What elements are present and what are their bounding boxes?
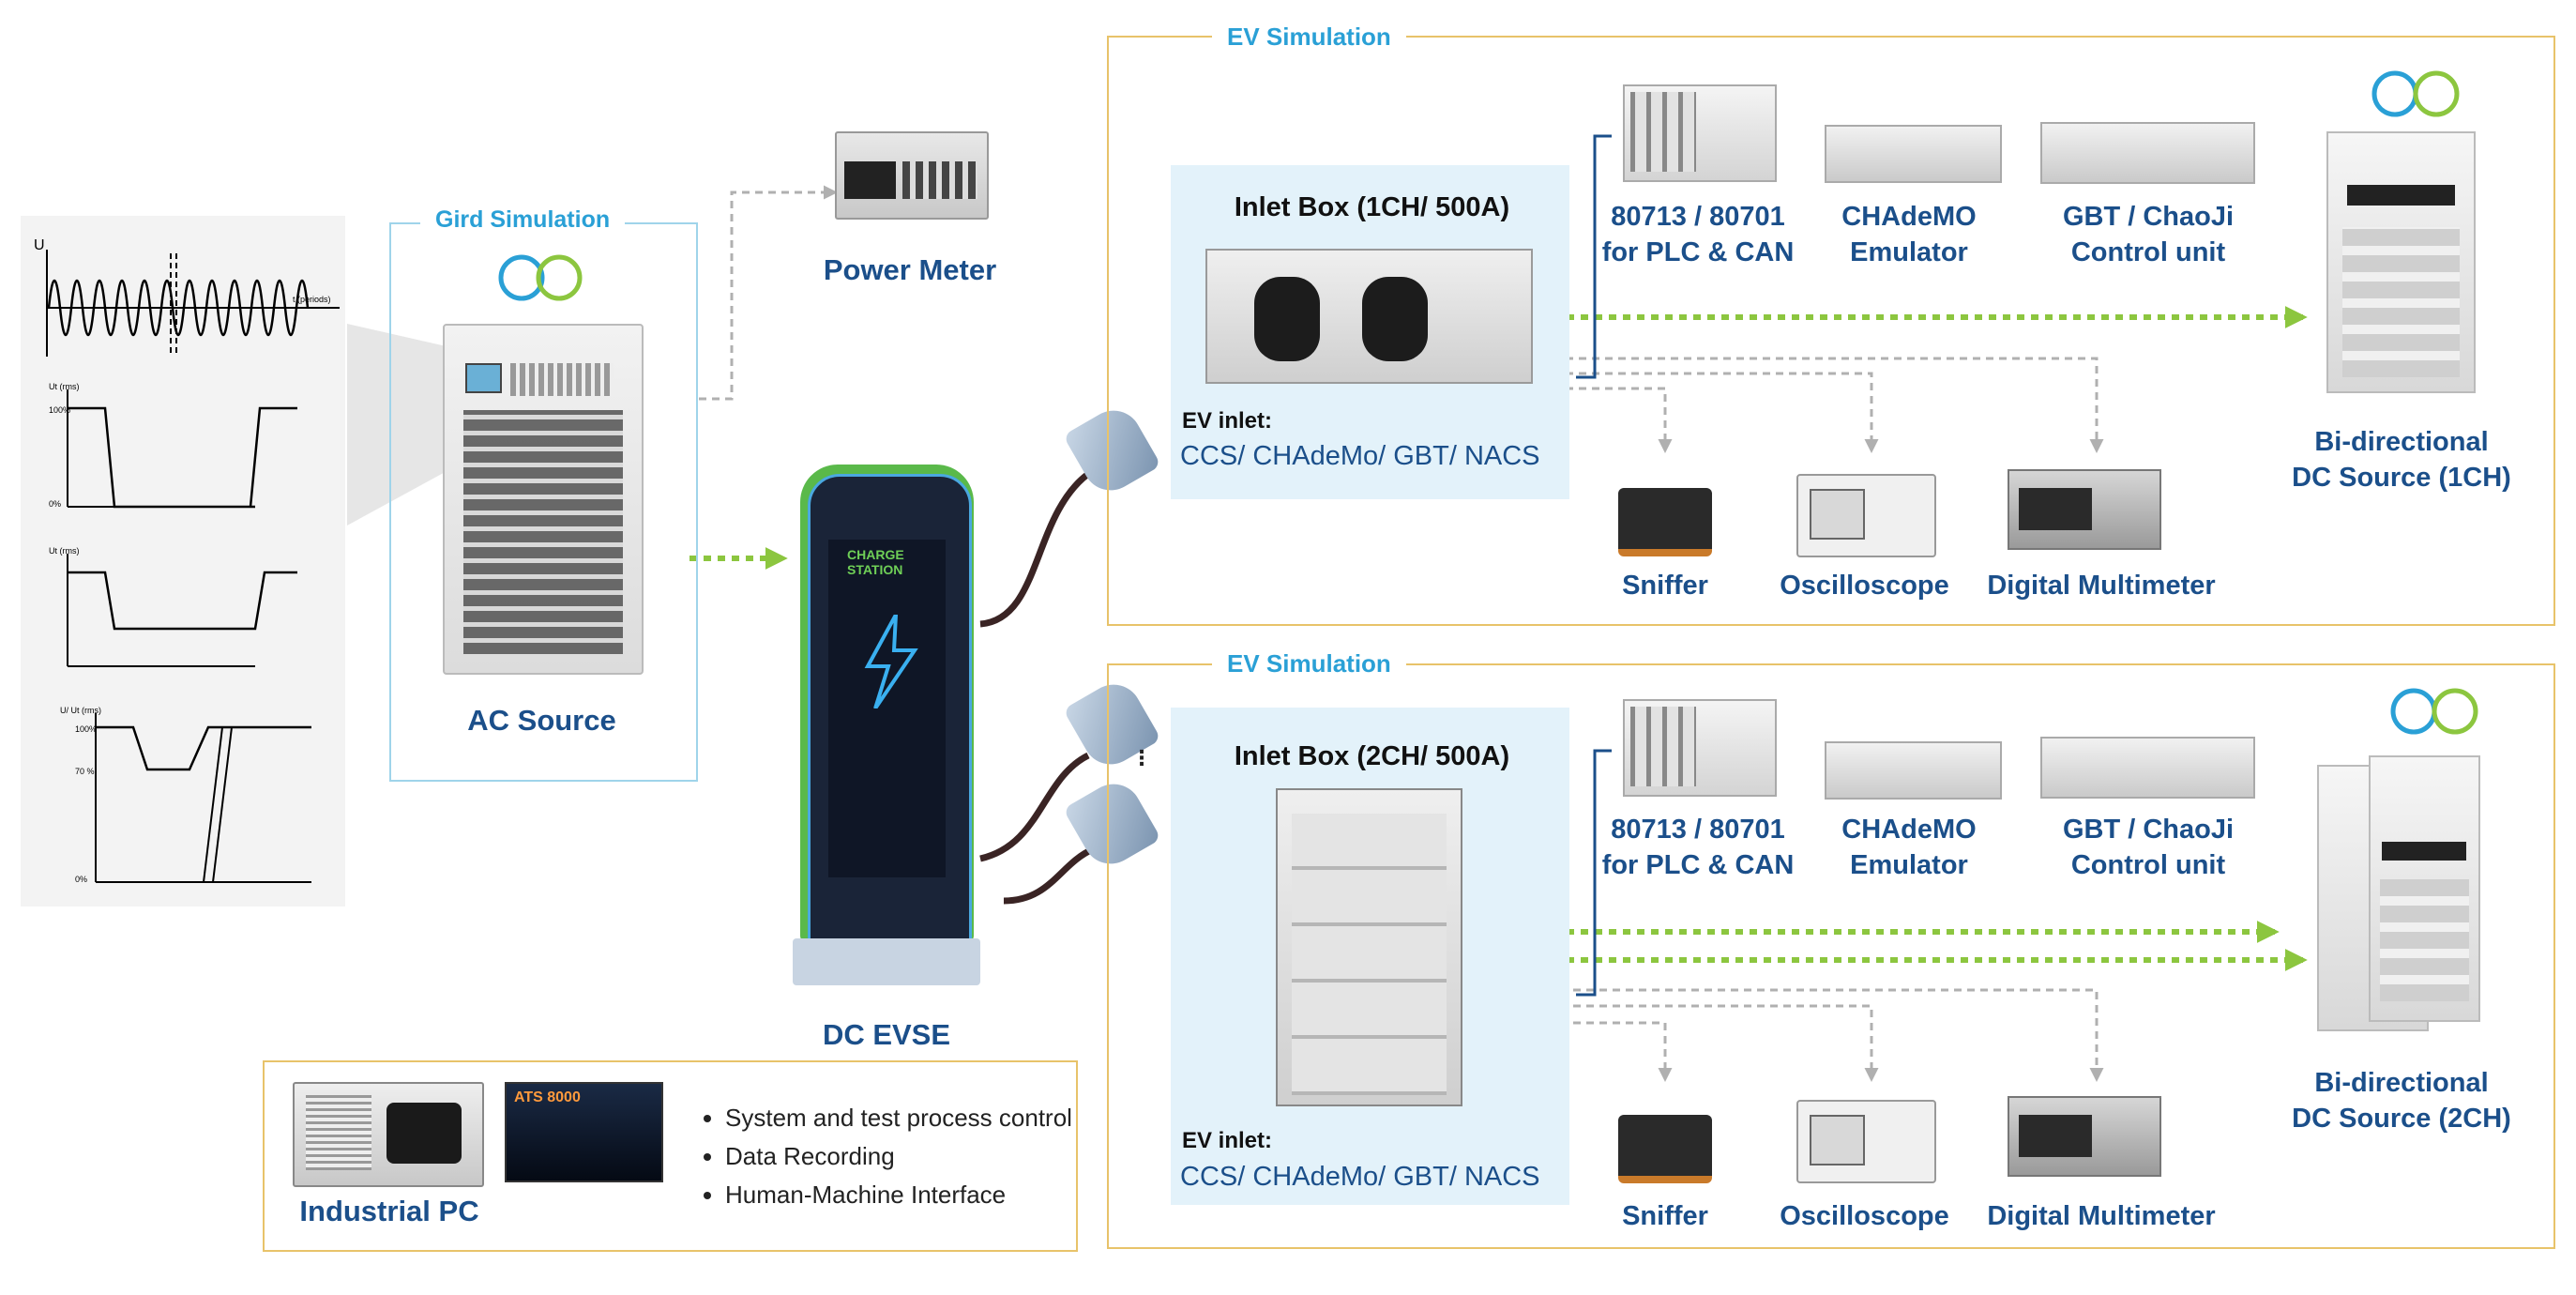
sniffer-label-bottom: Sniffer bbox=[1622, 1201, 1708, 1231]
waveform-panel: U t (periods) Ut (rms) 100% 0% Ut (rms) … bbox=[21, 216, 345, 906]
industrial-pc-label: Industrial PC bbox=[299, 1195, 479, 1227]
svg-text:70 %: 70 % bbox=[75, 767, 95, 776]
ev-simulation-frame-top bbox=[1107, 36, 2555, 626]
svg-text:100%: 100% bbox=[75, 724, 97, 734]
chademo-label-line2-top: Emulator bbox=[1850, 237, 1968, 267]
svg-text:t (periods): t (periods) bbox=[293, 295, 331, 304]
industrial-pc-device bbox=[293, 1082, 484, 1187]
power-meter-device bbox=[835, 131, 989, 220]
multimeter-label-top: Digital Multimeter bbox=[1987, 571, 2216, 601]
chademo-emulator-device bbox=[1825, 125, 2002, 183]
svg-text:Ut (rms): Ut (rms) bbox=[49, 546, 80, 556]
dc-source-1ch-cabinet bbox=[2326, 131, 2476, 393]
oscilloscope-device bbox=[1796, 474, 1936, 557]
inlet-box-2ch-cabinet bbox=[1276, 788, 1462, 1106]
plc-label-line1-top: 80713 / 80701 bbox=[1611, 202, 1785, 232]
svg-text:100%: 100% bbox=[49, 405, 70, 415]
gbt-label-line2-bottom: Control unit bbox=[2070, 850, 2226, 880]
power-meter-label: Power Meter bbox=[823, 253, 997, 286]
svg-text:Ut (rms): Ut (rms) bbox=[49, 382, 80, 391]
digital-multimeter-device bbox=[2008, 469, 2161, 550]
svg-text:U: U bbox=[34, 237, 45, 253]
dc-source-label-line2-bottom: DC Source (2CH) bbox=[2292, 1104, 2511, 1134]
industrial-pc-panel bbox=[263, 1060, 1078, 1252]
plc-can-module bbox=[1623, 84, 1777, 182]
grid-simulation-title: Gird Simulation bbox=[420, 206, 626, 234]
chademo-label-line1-bottom: CHAdeMO bbox=[1841, 815, 1977, 845]
inlet-box-1ch-device bbox=[1205, 249, 1533, 384]
plc-can-module bbox=[1623, 699, 1777, 797]
ac-source-label: AC Source bbox=[467, 704, 616, 737]
ev-simulation-title-bottom: EV Simulation bbox=[1212, 649, 1406, 678]
dc-source-label-line2-top: DC Source (1CH) bbox=[2292, 463, 2511, 493]
inlet-box-title-top: Inlet Box (1CH/ 500A) bbox=[1234, 192, 1510, 222]
dc-source-label-line1-top: Bi-directional bbox=[2314, 427, 2489, 457]
gbt-label-line2-top: Control unit bbox=[2070, 237, 2226, 267]
oscilloscope-device bbox=[1796, 1100, 1936, 1183]
dc-source-2ch-cabinet bbox=[2317, 755, 2480, 1031]
ev-inlet-types-bottom: CCS/ CHAdeMo/ GBT/ NACS bbox=[1180, 1162, 1540, 1192]
gbt-label-line1-bottom: GBT / ChaoJi bbox=[2062, 815, 2235, 845]
svg-text:U/ Ut (rms): U/ Ut (rms) bbox=[60, 706, 101, 715]
sniffer-device bbox=[1618, 488, 1712, 556]
ipc-feature-item: Data Recording bbox=[725, 1142, 1072, 1171]
ev-inlet-types-top: CCS/ CHAdeMo/ GBT/ NACS bbox=[1180, 441, 1540, 471]
gbt-control-unit-device bbox=[2040, 122, 2255, 184]
ac-source-cabinet bbox=[443, 324, 644, 675]
green-logo-icon bbox=[497, 251, 583, 303]
ats-software-title: ATS 8000 bbox=[514, 1089, 581, 1105]
svg-text:0%: 0% bbox=[75, 875, 87, 884]
ev-simulation-title-top: EV Simulation bbox=[1212, 23, 1406, 52]
chademo-label-line1-top: CHAdeMO bbox=[1841, 202, 1977, 232]
oscilloscope-label-bottom: Oscilloscope bbox=[1780, 1201, 1949, 1231]
multimeter-label-bottom: Digital Multimeter bbox=[1987, 1201, 2216, 1231]
ev-inlet-label-bottom: EV inlet: bbox=[1182, 1128, 1273, 1153]
plc-label-line1-bottom: 80713 / 80701 bbox=[1611, 815, 1785, 845]
chademo-label-line2-bottom: Emulator bbox=[1850, 850, 1968, 880]
ats-software-screenshot: ATS 8000 bbox=[505, 1082, 663, 1182]
plc-label-line2-bottom: for PLC & CAN bbox=[1601, 850, 1795, 880]
green-logo-icon bbox=[2369, 66, 2462, 122]
ev-inlet-label-top: EV inlet: bbox=[1182, 408, 1273, 434]
green-logo-icon bbox=[2387, 683, 2481, 739]
sniffer-device bbox=[1618, 1115, 1712, 1183]
chademo-emulator-device bbox=[1825, 741, 2002, 800]
dc-evse-label: DC EVSE bbox=[822, 1018, 951, 1051]
ipc-feature-list: System and test process control Data Rec… bbox=[699, 1104, 1072, 1219]
lightning-icon bbox=[864, 615, 918, 708]
oscilloscope-label-top: Oscilloscope bbox=[1780, 571, 1949, 601]
dc-source-label-line1-bottom: Bi-directional bbox=[2314, 1068, 2489, 1098]
sniffer-label-top: Sniffer bbox=[1622, 571, 1708, 601]
more-plugs-dots: ⋮ bbox=[1131, 746, 1152, 769]
charge-station-screen: CHARGE STATION bbox=[847, 547, 904, 577]
gbt-control-unit-device bbox=[2040, 737, 2255, 799]
ipc-feature-item: System and test process control bbox=[725, 1104, 1072, 1133]
ipc-feature-item: Human-Machine Interface bbox=[725, 1181, 1072, 1210]
svg-text:0%: 0% bbox=[49, 499, 61, 509]
dc-evse-charger: CHARGE STATION bbox=[793, 465, 980, 985]
ev-simulation-frame-bottom bbox=[1107, 663, 2555, 1249]
plc-label-line2-top: for PLC & CAN bbox=[1601, 237, 1795, 267]
waveform-graphs: U t (periods) Ut (rms) 100% 0% Ut (rms) … bbox=[34, 237, 340, 884]
gbt-label-line1-top: GBT / ChaoJi bbox=[2062, 202, 2235, 232]
inlet-box-title-bottom: Inlet Box (2CH/ 500A) bbox=[1234, 741, 1510, 771]
digital-multimeter-device bbox=[2008, 1096, 2161, 1177]
